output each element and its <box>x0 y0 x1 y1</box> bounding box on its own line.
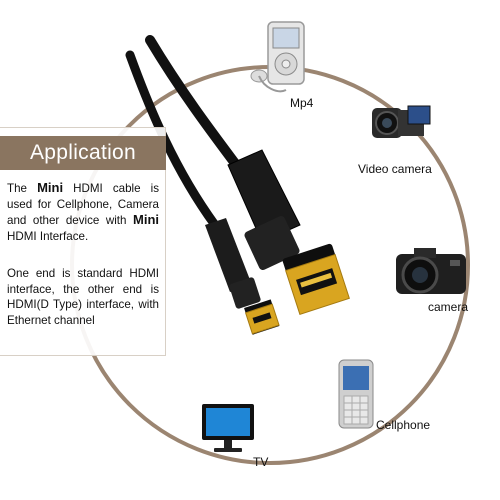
application-description-1: The Mini HDMI cable is used for Cellphon… <box>7 180 159 243</box>
cellphone-label: Cellphone <box>376 418 431 432</box>
video-camera-label: Video camera <box>358 162 432 176</box>
application-title: Application <box>0 136 166 170</box>
camera-label: camera <box>428 300 469 314</box>
tv-icon <box>202 404 254 452</box>
camera-icon <box>396 248 466 294</box>
video-camera-icon <box>372 105 431 138</box>
mp4-player-icon <box>250 21 305 93</box>
application-description-2: One end is standard HDMI interface, the … <box>7 267 159 327</box>
cellphone-icon <box>338 359 374 429</box>
tv-label: TV <box>253 455 269 469</box>
mp4-label: Mp4 <box>290 96 314 110</box>
